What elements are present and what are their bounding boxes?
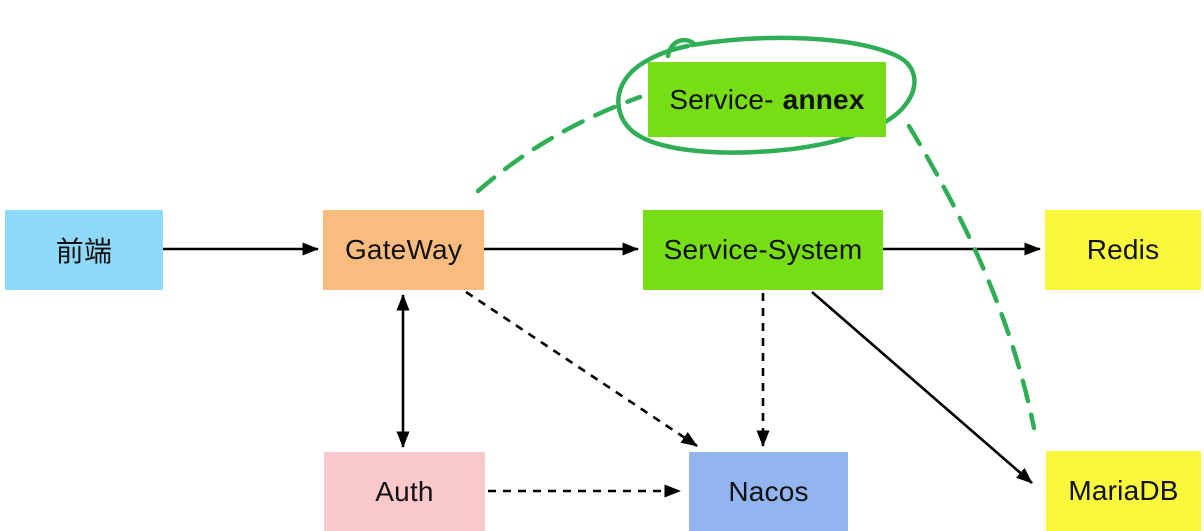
node-auth: Auth	[324, 452, 485, 531]
node-mariadb: MariaDB	[1046, 451, 1201, 531]
node-mariadb-label: MariaDB	[1068, 475, 1179, 506]
node-redis: Redis	[1045, 210, 1201, 290]
node-service-system-label: Service-System	[663, 234, 863, 265]
node-frontend-label: 前端	[55, 236, 113, 267]
node-service-annex-label-bold: annex	[782, 83, 865, 115]
node-auth-label: Auth	[375, 475, 434, 507]
node-redis-label: Redis	[1086, 234, 1160, 265]
node-service-annex: Service-annex	[648, 62, 886, 137]
pen-curve-annex-to-mariadb	[906, 123, 1037, 431]
pen-ellipse-around-annex	[616, 35, 917, 155]
pen-ellipse-tail	[665, 37, 696, 59]
edge-service-system-to-mariadb	[811, 291, 1033, 484]
node-gateway-label: GateWay	[344, 234, 463, 265]
node-nacos-label: Nacos	[728, 475, 809, 507]
node-service-system: Service-System	[643, 210, 883, 290]
edge-gateway-to-nacos-dashed	[465, 290, 698, 448]
pen-curve-gateway-to-annex	[475, 94, 643, 194]
node-frontend: 前端	[5, 210, 163, 290]
node-service-annex-label: Service-	[669, 83, 774, 115]
node-nacos: Nacos	[689, 452, 848, 531]
node-gateway: GateWay	[323, 210, 484, 290]
